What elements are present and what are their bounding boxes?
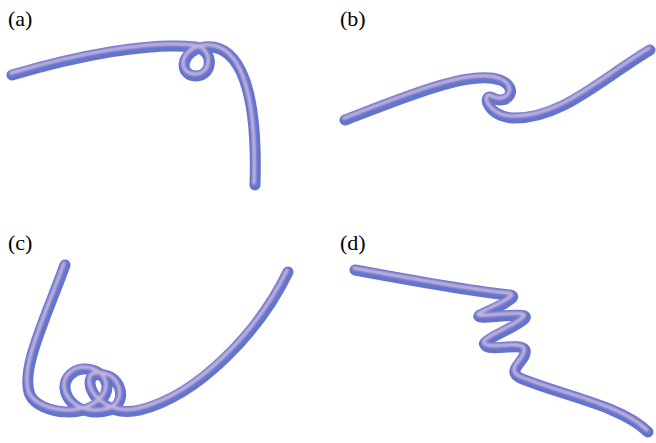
panel-label: (b): [340, 8, 366, 30]
panel-label: (c): [8, 232, 32, 254]
tube-c: [27, 263, 288, 412]
tube-a: [11, 44, 255, 185]
tube-d: [354, 268, 648, 432]
panel-label: (a): [8, 8, 32, 30]
tube-b: [344, 48, 650, 120]
panel-label: (d): [340, 232, 366, 254]
